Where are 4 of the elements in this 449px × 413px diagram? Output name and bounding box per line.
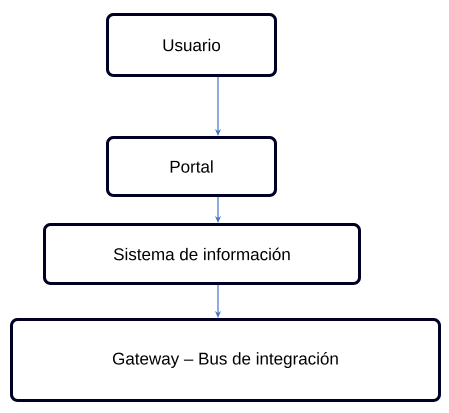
process-box: Portal <box>106 136 277 197</box>
process-box: Gateway – Bus de integración <box>10 318 441 402</box>
process-box: Sistema de información <box>43 223 361 285</box>
process-box: Usuario <box>106 13 277 77</box>
